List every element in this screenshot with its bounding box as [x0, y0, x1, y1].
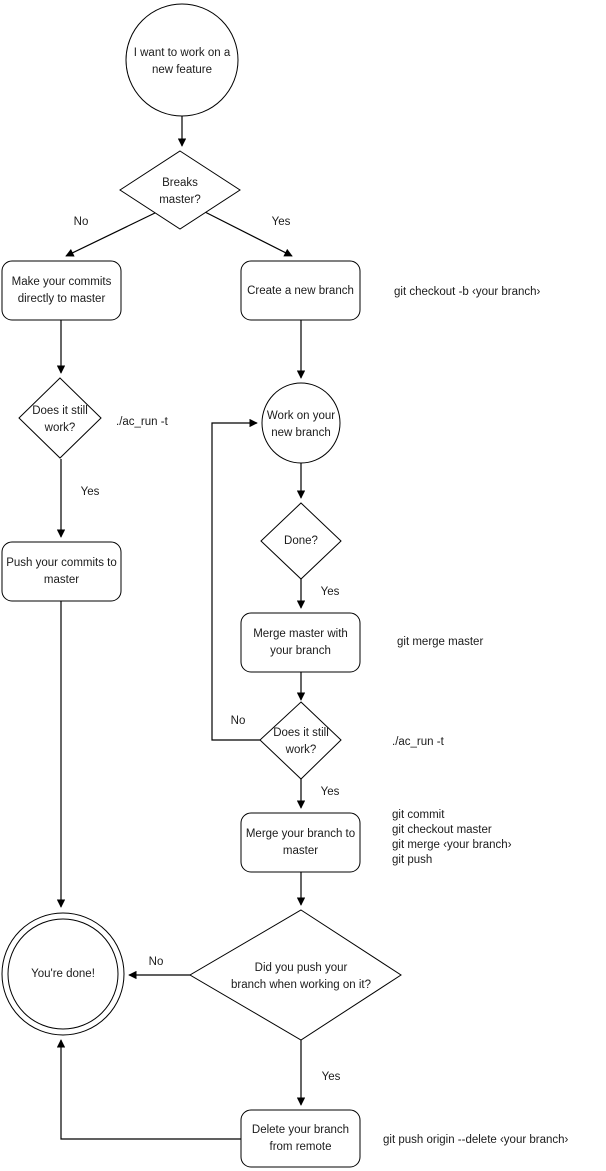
node-does-it-still-work-right[interactable]: Does it still work?	[259, 701, 342, 780]
start-circle-shape	[125, 3, 239, 117]
end-label: You're done!	[31, 968, 95, 980]
annotation-git-merge-branch: git merge ‹your branch›	[392, 839, 512, 851]
edge-label-did-push-no: No	[149, 956, 164, 968]
annotation-git-push: git push	[392, 854, 432, 866]
edge-labels: No Yes Yes Yes No Yes No Yes	[74, 216, 341, 1083]
node-merge-branch[interactable]: Merge your branch to master	[240, 812, 361, 873]
node-did-you-push[interactable]: Did you push your branch when working on…	[189, 909, 402, 1041]
edge-label-right-work-yes: Yes	[321, 786, 340, 798]
merge-branch-box-shape	[240, 812, 361, 873]
make-commits-label-line2: directly to master	[18, 293, 106, 305]
merge-master-box-shape	[240, 612, 361, 673]
merge-branch-label-line1: Merge your branch to	[246, 828, 355, 840]
work-on-branch-label-line2: new branch	[271, 427, 330, 439]
does-it-still-work-left-label-line1: Does it still	[32, 405, 88, 417]
make-commits-label-line1: Make your commits	[12, 276, 112, 288]
edge-label-breaks-no: No	[74, 216, 89, 228]
work-on-branch-label-line1: Work on your	[267, 410, 335, 422]
push-commits-label-line1: Push your commits to	[6, 557, 117, 569]
did-you-push-label-line2: branch when working on it?	[231, 979, 371, 991]
edge-delete-branch-to-end	[56, 1039, 241, 1140]
edge-label-left-work-yes: Yes	[81, 486, 100, 498]
node-start[interactable]: I want to work on a new feature	[125, 3, 239, 117]
push-commits-box-shape	[1, 541, 122, 602]
annotations: git checkout -b ‹your branch› ./ac_run -…	[116, 286, 569, 1146]
push-commits-label-line2: master	[44, 574, 79, 586]
edge-breaks-no-to-make-commits	[65, 211, 158, 257]
edge-label-breaks-yes: Yes	[272, 216, 291, 228]
node-end[interactable]: You're done!	[1, 912, 125, 1036]
breaks-master-label-line2: master?	[159, 194, 201, 206]
start-label-line2: new feature	[152, 64, 212, 76]
edge-label-done-yes: Yes	[321, 586, 340, 598]
does-it-still-work-left-label-line2: work?	[44, 422, 76, 434]
annotation-ac-run-right: ./ac_run -t	[392, 736, 445, 748]
node-does-it-still-work-left[interactable]: Does it still work?	[18, 377, 102, 459]
done-label-line1: Done?	[284, 535, 318, 547]
annotation-git-push-origin-delete: git push origin --delete ‹your branch›	[383, 1134, 569, 1146]
edge-does-it-work-right-no-loop-to-work-on-branch	[211, 418, 260, 741]
edge-label-right-work-no: No	[231, 715, 246, 727]
create-branch-label-line1: Create a new branch	[247, 285, 354, 297]
edge-breaks-yes-to-create-branch	[204, 211, 293, 257]
does-it-still-work-right-diamond-shape	[259, 701, 342, 780]
end-inner-circle-shape	[7, 918, 119, 1030]
annotation-git-commit: git commit	[392, 809, 445, 821]
delete-branch-label-line2: from remote	[270, 1141, 332, 1153]
annotation-git-checkout: git checkout -b ‹your branch›	[394, 286, 541, 298]
node-merge-master[interactable]: Merge master with your branch	[240, 612, 361, 673]
delete-branch-label-line1: Delete your branch	[252, 1124, 349, 1136]
merge-master-label-line1: Merge master with	[253, 628, 348, 640]
annotation-ac-run-left: ./ac_run -t	[116, 416, 169, 428]
node-breaks-master[interactable]: Breaks master?	[119, 150, 241, 230]
delete-branch-box-shape	[240, 1109, 361, 1168]
breaks-master-diamond-shape	[119, 150, 241, 230]
edge-label-did-push-yes: Yes	[322, 1071, 341, 1083]
make-commits-box-shape	[1, 260, 122, 321]
breaks-master-label-line1: Breaks	[162, 177, 198, 189]
node-make-commits[interactable]: Make your commits directly to master	[1, 260, 122, 321]
node-done[interactable]: Done?	[260, 502, 342, 580]
annotation-git-merge-master: git merge master	[397, 636, 483, 648]
node-delete-branch[interactable]: Delete your branch from remote	[240, 1109, 361, 1168]
does-it-still-work-right-label-line2: work?	[285, 744, 317, 756]
work-on-branch-ellipse-shape	[261, 382, 341, 464]
node-create-branch[interactable]: Create a new branch	[240, 260, 361, 321]
did-you-push-diamond-shape	[189, 909, 402, 1041]
start-label-line1: I want to work on a	[134, 47, 231, 59]
node-work-on-branch[interactable]: Work on your new branch	[261, 382, 341, 464]
edges	[56, 116, 306, 1140]
node-push-commits[interactable]: Push your commits to master	[1, 541, 122, 602]
merge-branch-label-line2: master	[283, 845, 318, 857]
done-diamond-shape	[260, 502, 342, 580]
merge-master-label-line2: your branch	[270, 645, 331, 657]
did-you-push-label-line1: Did you push your	[255, 962, 348, 974]
does-it-still-work-left-diamond-shape	[18, 377, 102, 459]
does-it-still-work-right-label-line1: Does it still	[273, 727, 329, 739]
annotation-git-checkout-master: git checkout master	[392, 824, 492, 836]
create-branch-box-shape	[240, 260, 361, 321]
